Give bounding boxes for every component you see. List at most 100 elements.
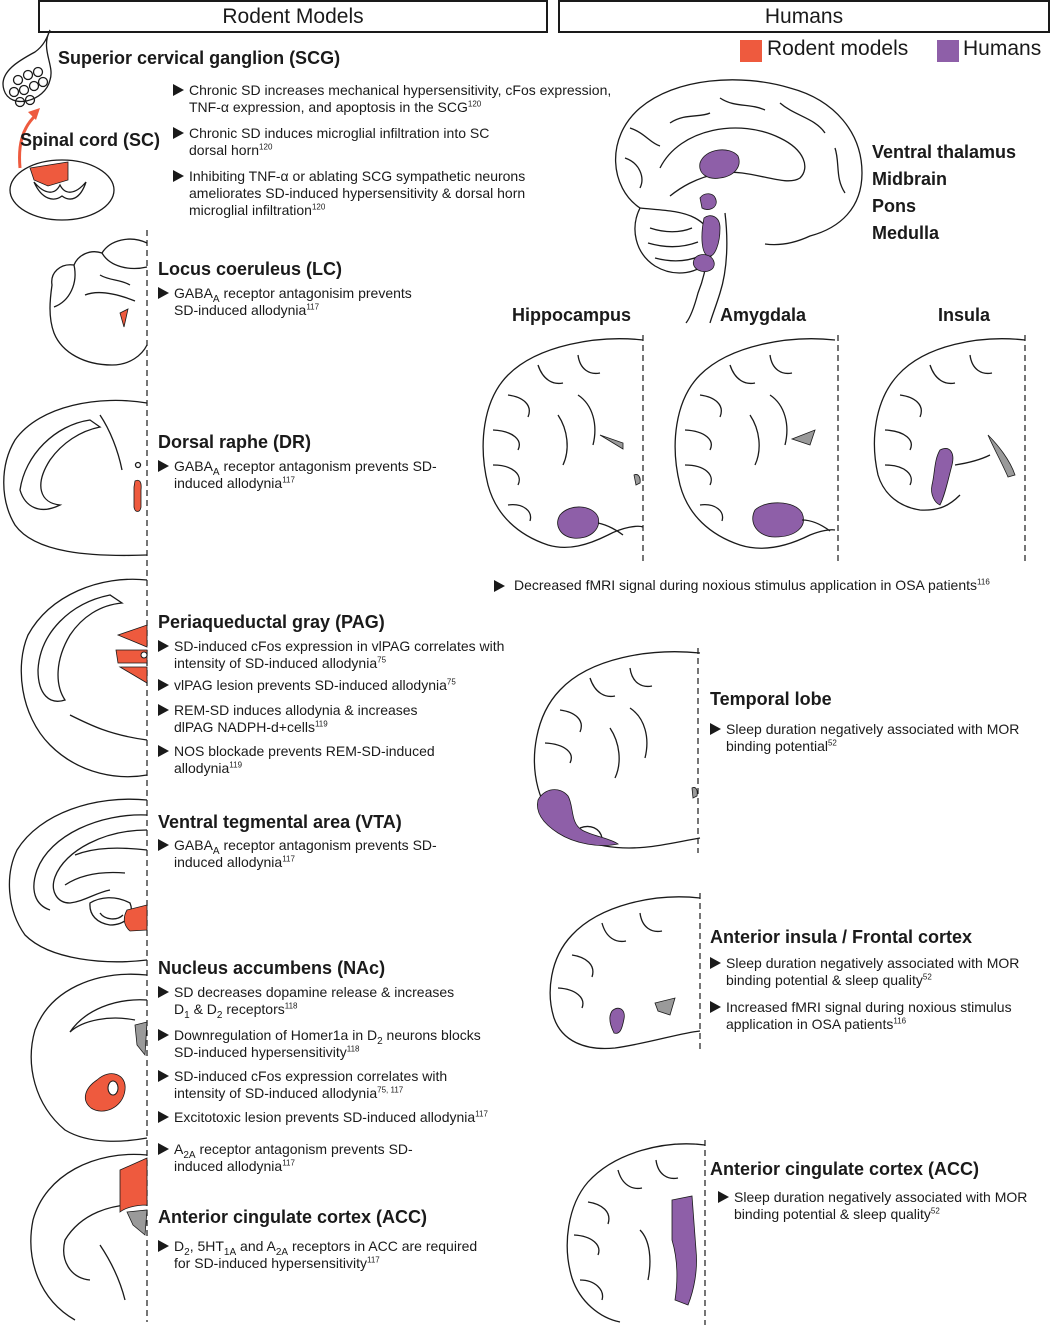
brainstem-item-pons: Pons (872, 196, 917, 216)
lc-bullet-1-ref: 117 (306, 302, 320, 312)
nac-bullet-3-ref: 75, 117 (377, 1085, 404, 1095)
human-brainstem-list: Ventral thalamus Midbrain Pons Medulla (872, 139, 1016, 247)
scg-bullet-1: Chronic SD increases mechanical hypersen… (173, 82, 613, 116)
pag-bullet-1: SD-induced cFos expression in vlPAG corr… (158, 638, 518, 672)
scg-bullet-3: Inhibiting TNF-α or ablating SCG sympath… (173, 168, 543, 219)
humans-header-label: Humans (764, 5, 844, 28)
vta-bullet-1: GABAA receptor antagonism prevents SD-in… (158, 837, 458, 871)
temporal-lobe-bullet-1-ref: 52 (827, 738, 837, 748)
insula-frontal-bullet-1-text: Sleep duration negatively associated wit… (726, 955, 1020, 988)
pag-title: Periaqueductal gray (PAG) (158, 612, 385, 632)
acc-rodent-brain-section (30, 1153, 148, 1321)
anterior-insula-coronal-section (549, 893, 701, 1053)
dr-bullet-1-text: receptor antagonism prevents SD-induced … (174, 458, 437, 491)
nac-bullet-2-ref: 118 (346, 1044, 360, 1054)
insula-title: Insula (938, 305, 991, 325)
dr-brain-section (3, 399, 148, 557)
vta-brain-section (8, 798, 148, 963)
acc-human-title: Anterior cingulate cortex (ACC) (710, 1159, 980, 1179)
rodent-models-header-label: Rodent Models (222, 5, 364, 28)
nac-bullet-4-text: Excitotoxic lesion prevents SD-induced a… (174, 1109, 476, 1125)
dr-title: Dorsal raphe (DR) (158, 432, 312, 452)
scg-bullet-3-ref: 120 (311, 202, 326, 212)
insula-coronal-section (873, 335, 1026, 565)
scg-bullet-1-text: Chronic SD increases mechanical hypersen… (189, 82, 612, 115)
rodent-midline (146, 230, 148, 1322)
legend-label-rodent: Rodent models (767, 37, 909, 60)
scg-title: Superior cervical ganglion (SCG) (58, 48, 341, 68)
acc-human-bullet-1-text: Sleep duration negatively associated wit… (734, 1189, 1028, 1222)
pag-bullet-2-text: vlPAG lesion prevents SD-induced allodyn… (174, 677, 447, 693)
vta-bullet-1-prefix: GABA (174, 837, 213, 853)
nac-bullet-2-text: Downregulation of Homer1a in D2 neurons … (174, 1027, 481, 1060)
nac-bullet-5-text: A2A receptor antagonism prevents SD-indu… (174, 1141, 413, 1174)
acc-rodent-title: Anterior cingulate cortex (ACC) (158, 1207, 428, 1227)
insula-frontal-bullet-2-text: Increased fMRI signal during noxious sti… (726, 999, 1012, 1032)
lc-bullet-1-prefix: GABA (174, 285, 213, 301)
acc-rodent-bullet-1-ref: 117 (366, 1255, 380, 1265)
human-sagittal-brain (614, 79, 863, 324)
acc-human-bullet-1-ref: 52 (930, 1206, 940, 1216)
nac-bullet-4-ref: 117 (475, 1109, 488, 1119)
acc-human-bullet-1: Sleep duration negatively associated wit… (718, 1189, 1033, 1223)
amygdala-coronal-section (674, 335, 839, 565)
temporal-lobe-bullet-1: Sleep duration negatively associated wit… (710, 721, 1020, 755)
pag-bullet-2: vlPAG lesion prevents SD-induced allodyn… (158, 677, 518, 694)
insula-frontal-bullet-1: Sleep duration negatively associated wit… (710, 955, 1040, 989)
temporal-lobe-coronal-section (533, 648, 701, 853)
insula-frontal-bullet-2: Increased fMRI signal during noxious sti… (710, 999, 1030, 1033)
nac-bullet-1-text: SD decreases dopamine release & increase… (174, 984, 455, 1021)
nac-title: Nucleus accumbens (NAc) (158, 958, 386, 978)
anterior-insula-frontal-title: Anterior insula / Frontal cortex (710, 927, 973, 947)
coronal-fmri-bullet-text: Decreased fMRI signal during noxious sti… (514, 577, 978, 593)
scg-spinal-cord-illustration (2, 29, 115, 221)
pag-bullet-3-text: REM-SD induces allodynia & increases dlP… (174, 702, 418, 735)
temporal-lobe-title: Temporal lobe (710, 689, 832, 709)
dr-bullet-1-ref: 117 (282, 475, 295, 485)
lc-brain-section (49, 238, 148, 366)
pag-bullet-3: REM-SD induces allodynia & increases dlP… (158, 702, 458, 736)
nac-bullet-3-text: SD-induced cFos expression correlates wi… (174, 1068, 448, 1101)
legend-label-humans: Humans (963, 37, 1042, 60)
scg-bullet-2: Chronic SD induces microglial infiltrati… (173, 125, 518, 159)
acc-rodent-bullet-1: D2, 5HT1A and A2A receptors in ACC are r… (158, 1238, 478, 1272)
coronal-fmri-bullet: Decreased fMRI signal during noxious sti… (494, 577, 1052, 594)
nac-bullet-2: Downregulation of Homer1a in D2 neurons … (158, 1027, 488, 1061)
brainstem-item-midbrain: Midbrain (872, 169, 947, 189)
insula-frontal-bullet-1-ref: 52 (922, 972, 932, 982)
nac-bullet-4: Excitotoxic lesion prevents SD-induced a… (158, 1109, 538, 1126)
lc-bullet-1: GABAA receptor antagonisim prevents SD-i… (158, 285, 413, 319)
legend-swatch-humans (937, 40, 959, 62)
acc-rodent-bullet-1-text: D2, 5HT1A and A2A receptors in ACC are r… (174, 1238, 478, 1271)
nac-bullet-5: A2A receptor antagonism prevents SD-indu… (158, 1141, 448, 1175)
pag-bullet-4-text: NOS blockade prevents REM-SD-induced all… (174, 743, 435, 776)
lc-bullet-1-text: receptor antagonisim prevents SD-induced… (174, 285, 412, 318)
nac-bullet-1-ref: 118 (284, 1001, 298, 1011)
pag-bullet-4: NOS blockade prevents REM-SD-induced all… (158, 743, 478, 777)
coronal-fmri-bullet-ref: 116 (977, 577, 990, 587)
dr-bullet-1: GABAA receptor antagonism prevents SD-in… (158, 458, 458, 492)
vta-title: Ventral tegmental area (VTA) (158, 812, 402, 832)
pag-bullet-4-ref: 119 (229, 760, 243, 770)
lc-bullet-1-sub: A (212, 293, 220, 305)
brainstem-item-ventral-thalamus: Ventral thalamus (872, 142, 1017, 162)
pag-brain-section (20, 578, 148, 778)
scg-bullet-2-text: Chronic SD induces microglial infiltrati… (189, 125, 490, 158)
nac-bullet-1: SD decreases dopamine release & increase… (158, 984, 458, 1021)
acc-human-sagittal-section (566, 1140, 706, 1325)
rodent-models-header: Rodent Models (38, 0, 548, 33)
amygdala-title: Amygdala (720, 305, 807, 325)
insula-frontal-bullet-2-ref: 116 (893, 1016, 907, 1026)
pag-bullet-3-ref: 119 (314, 719, 328, 729)
humans-header: Humans (558, 0, 1050, 33)
sc-title: Spinal cord (SC) (20, 130, 161, 150)
pag-bullet-2-ref: 75 (446, 677, 456, 687)
pag-bullet-1-ref: 75 (377, 655, 387, 665)
scg-bullet-2-ref: 120 (259, 142, 273, 152)
temporal-lobe-bullet-1-text: Sleep duration negatively associated wit… (726, 721, 1020, 754)
lc-title: Locus coeruleus (LC) (158, 259, 343, 279)
vta-bullet-1-text: receptor antagonism prevents SD-induced … (174, 837, 437, 870)
nac-brain-section (30, 973, 148, 1142)
legend-swatch-rodent (740, 40, 762, 62)
pag-bullet-1-text: SD-induced cFos expression in vlPAG corr… (174, 638, 505, 671)
